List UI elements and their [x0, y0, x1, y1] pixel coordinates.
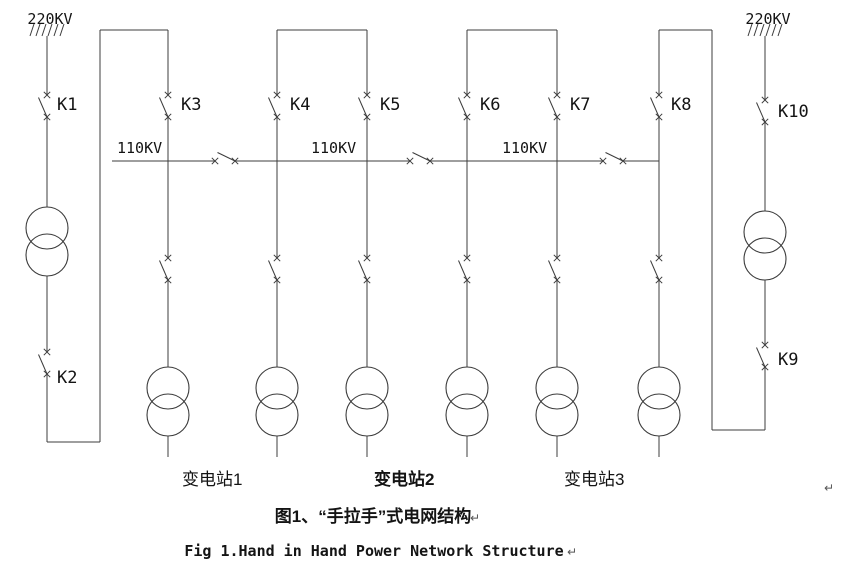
lower-switch-5: [549, 255, 561, 283]
transformer-3: [345, 366, 389, 437]
switch-k5-symbol: [359, 92, 371, 120]
bus-switch-2: [407, 153, 433, 165]
switch-k7-symbol: [549, 92, 561, 120]
switch-k4-symbol: [269, 92, 281, 120]
label-substation-2: 变电站2: [374, 469, 434, 489]
switch-k9-symbol: [757, 342, 769, 370]
label-switch-k7: K7: [570, 95, 590, 115]
label-substation-1: 变电站1: [182, 470, 242, 489]
tie-line-left: [47, 29, 168, 443]
switch-k6-symbol: [459, 92, 471, 120]
label-switch-k1: K1: [57, 95, 77, 115]
lower-switch-6: [651, 255, 663, 283]
label-switch-k5: K5: [380, 95, 400, 115]
substation-feeder-1: [146, 30, 190, 457]
newline-mark-en: ↵: [567, 545, 577, 559]
label-220kv-left: 220KV: [27, 10, 72, 28]
bus-switch-1: [212, 153, 238, 165]
transformer-1: [146, 366, 190, 437]
label-110kv-3: 110KV: [502, 139, 547, 157]
label-switch-k10: K10: [778, 102, 809, 122]
substation-feeder-6: [637, 30, 681, 457]
transformer-4: [445, 366, 489, 437]
label-switch-k4: K4: [290, 95, 310, 115]
caption-chinese: 图1、“手拉手”式电网结构: [275, 506, 471, 526]
lower-switch-4: [459, 255, 471, 283]
feeder-right: [743, 23, 787, 430]
substation-feeder-2: [255, 30, 299, 457]
feeder-left: [25, 23, 69, 442]
newline-mark-margin: ↵: [824, 481, 834, 495]
substation-feeder-4: [445, 30, 489, 457]
label-switch-k2: K2: [57, 368, 77, 388]
label-substation-3: 变电站3: [564, 470, 624, 489]
switch-k1-symbol: [39, 92, 51, 120]
bus-110kv: [112, 153, 659, 165]
label-switch-k8: K8: [671, 95, 691, 115]
newline-mark-cn: ↵: [470, 511, 480, 525]
label-switch-k6: K6: [480, 95, 500, 115]
label-220kv-right: 220KV: [745, 10, 790, 28]
label-110kv-2: 110KV: [311, 139, 356, 157]
lower-switch-1: [160, 255, 172, 283]
substation-feeder-5: [535, 30, 579, 457]
bus-switch-3: [600, 153, 626, 165]
switch-k2-symbol: [39, 349, 51, 377]
switch-k10-symbol: [757, 97, 769, 125]
transformer-6: [637, 366, 681, 437]
transformer-2: [255, 366, 299, 437]
lower-switch-2: [269, 255, 281, 283]
switch-k3-symbol: [160, 92, 172, 120]
transformer-left: [25, 206, 69, 277]
transformer-right: [743, 210, 787, 281]
label-switch-k9: K9: [778, 350, 798, 370]
tie-line-right: [659, 29, 765, 431]
lower-switch-3: [359, 255, 371, 283]
caption-english: Fig 1.Hand in Hand Power Network Structu…: [184, 542, 563, 560]
switch-k8-symbol: [651, 92, 663, 120]
label-110kv-1: 110KV: [117, 139, 162, 157]
substation-feeder-3: [345, 30, 389, 457]
transformer-5: [535, 366, 579, 437]
label-switch-k3: K3: [181, 95, 201, 115]
